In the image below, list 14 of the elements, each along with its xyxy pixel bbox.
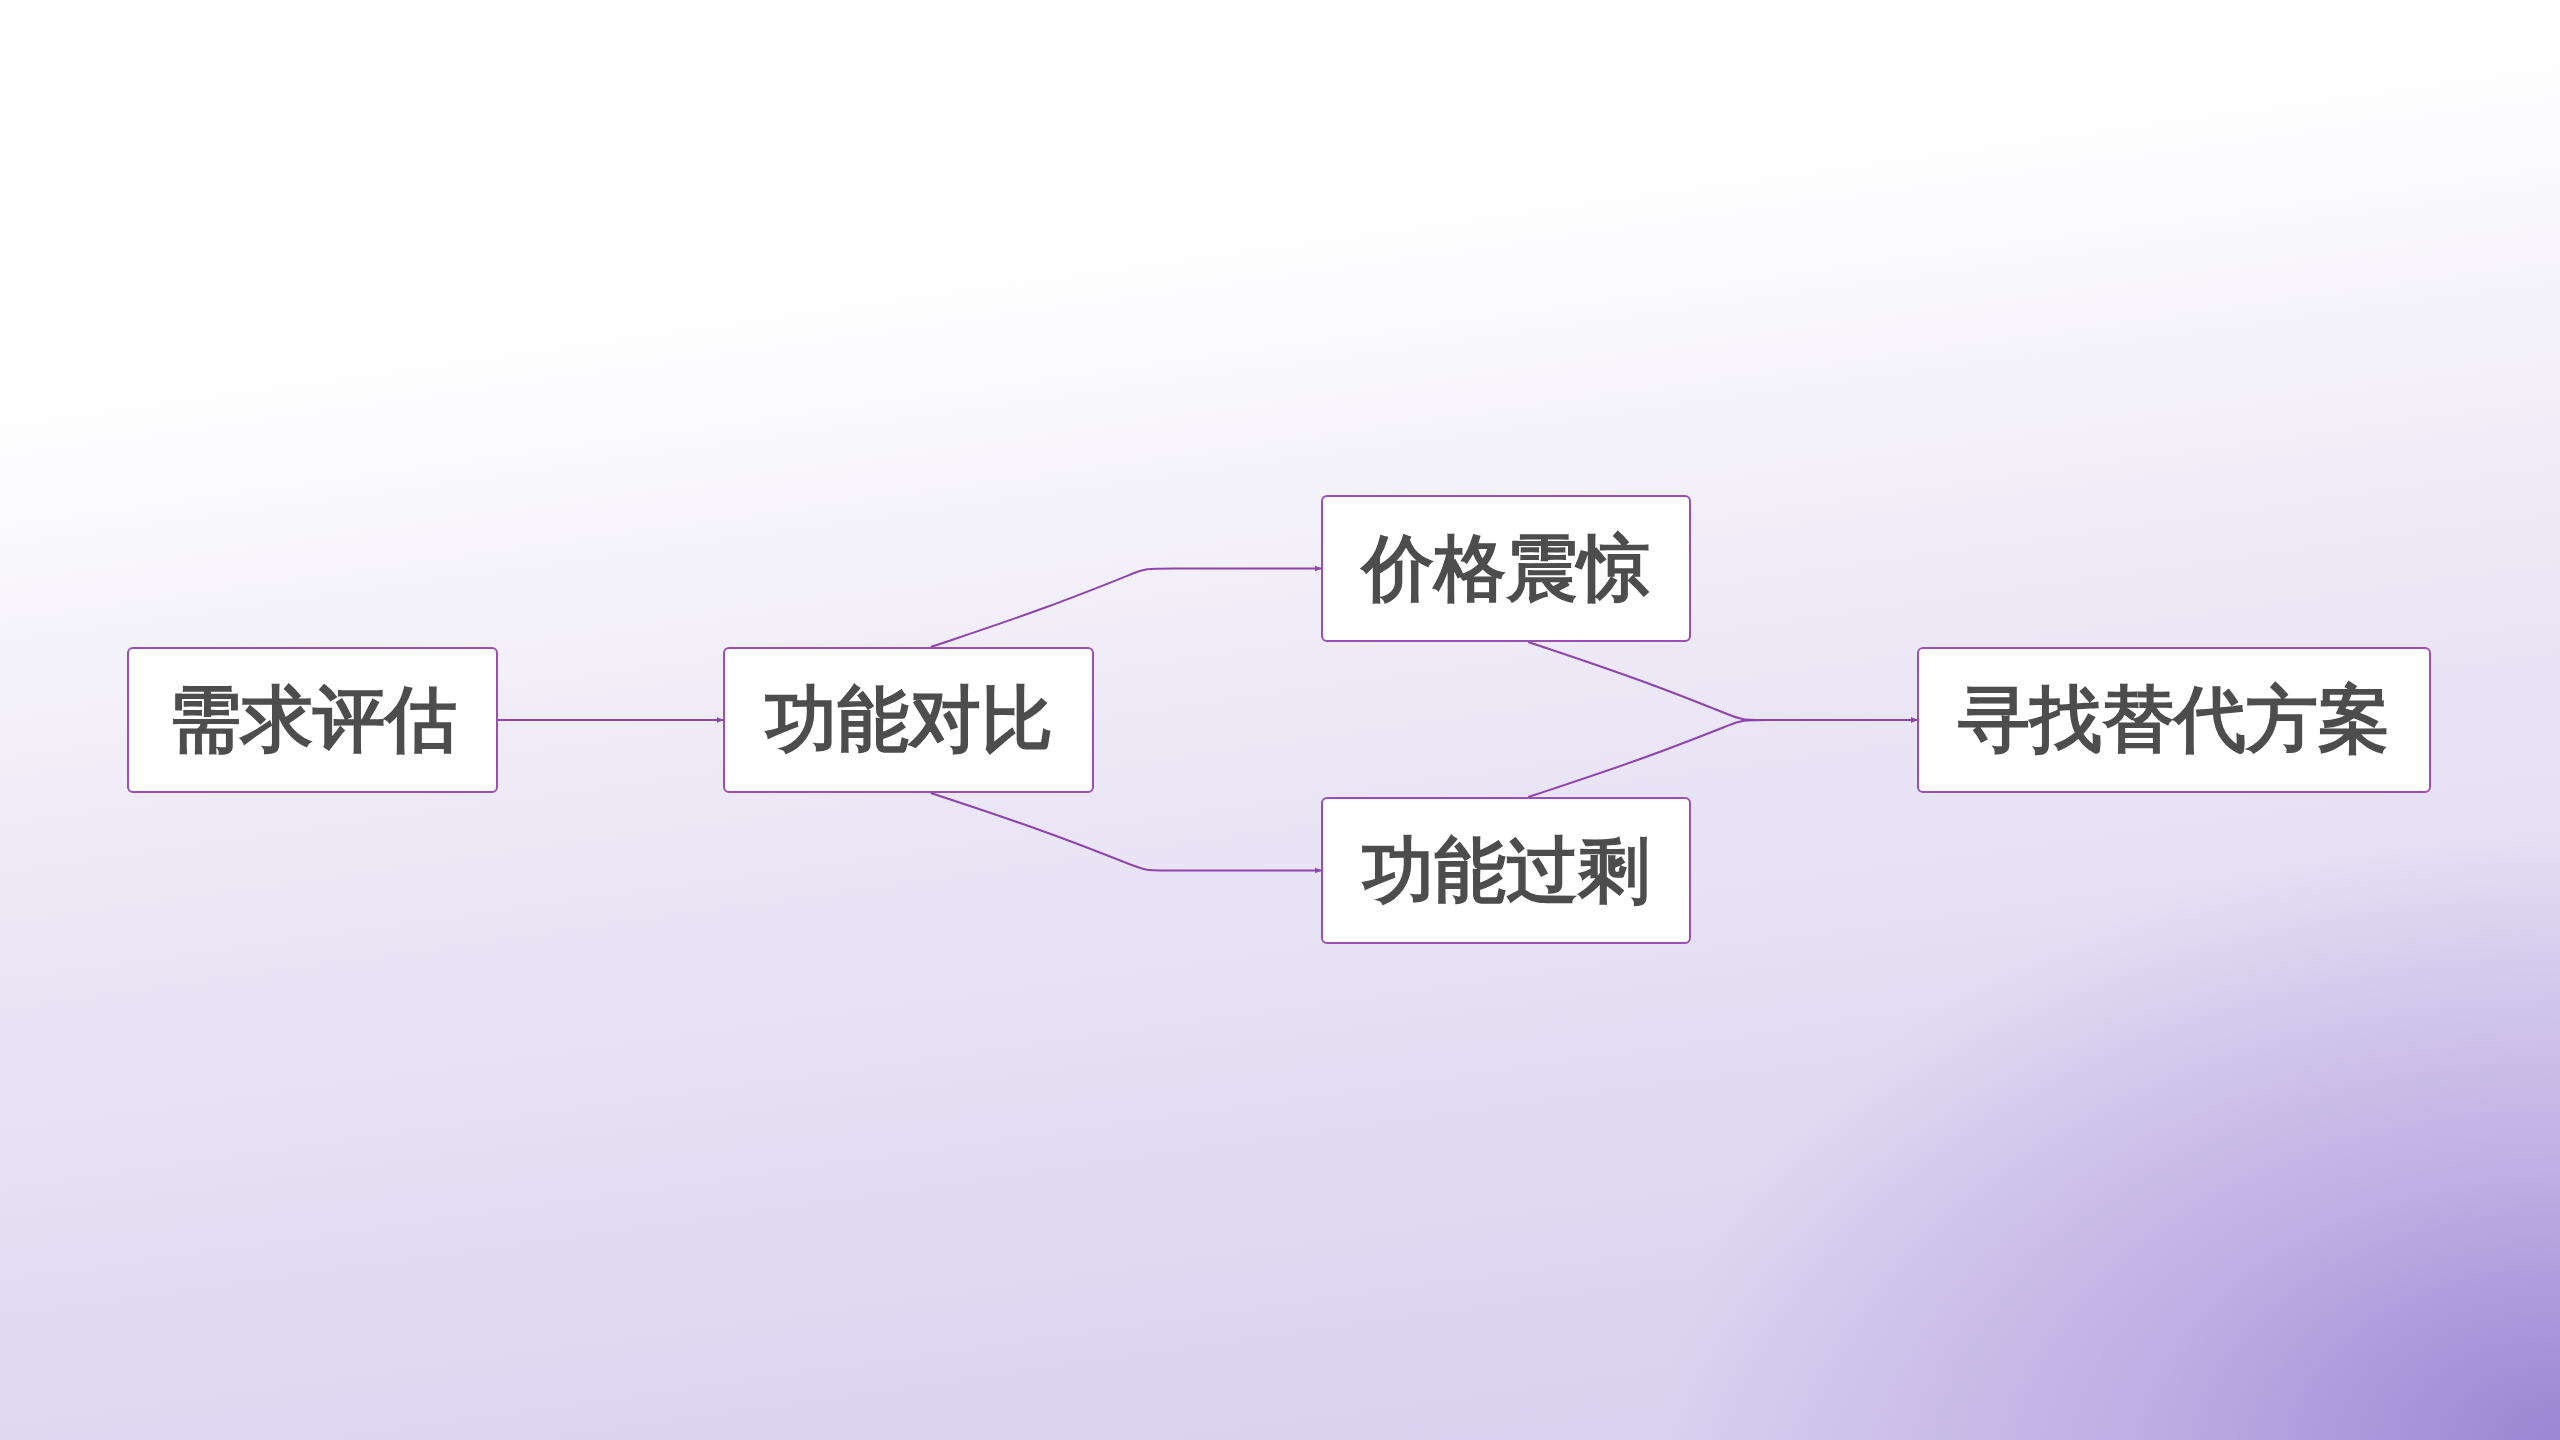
process-box [1917, 647, 2431, 793]
arrow [929, 792, 1322, 874]
node-label: 需求评估 [168, 676, 457, 763]
arrow [497, 717, 724, 723]
node-label: 价格震惊 [1362, 524, 1650, 612]
node-label: 寻找替代方案 [1958, 676, 2390, 763]
process-box [127, 647, 498, 793]
process-box [1321, 495, 1691, 642]
node-label: 功能对比 [764, 676, 1053, 763]
process-box [1321, 797, 1691, 944]
arrow [929, 565, 1322, 648]
arrow [1527, 717, 1918, 798]
node-label: 功能过剩 [1362, 826, 1650, 914]
process-box [723, 647, 1094, 793]
